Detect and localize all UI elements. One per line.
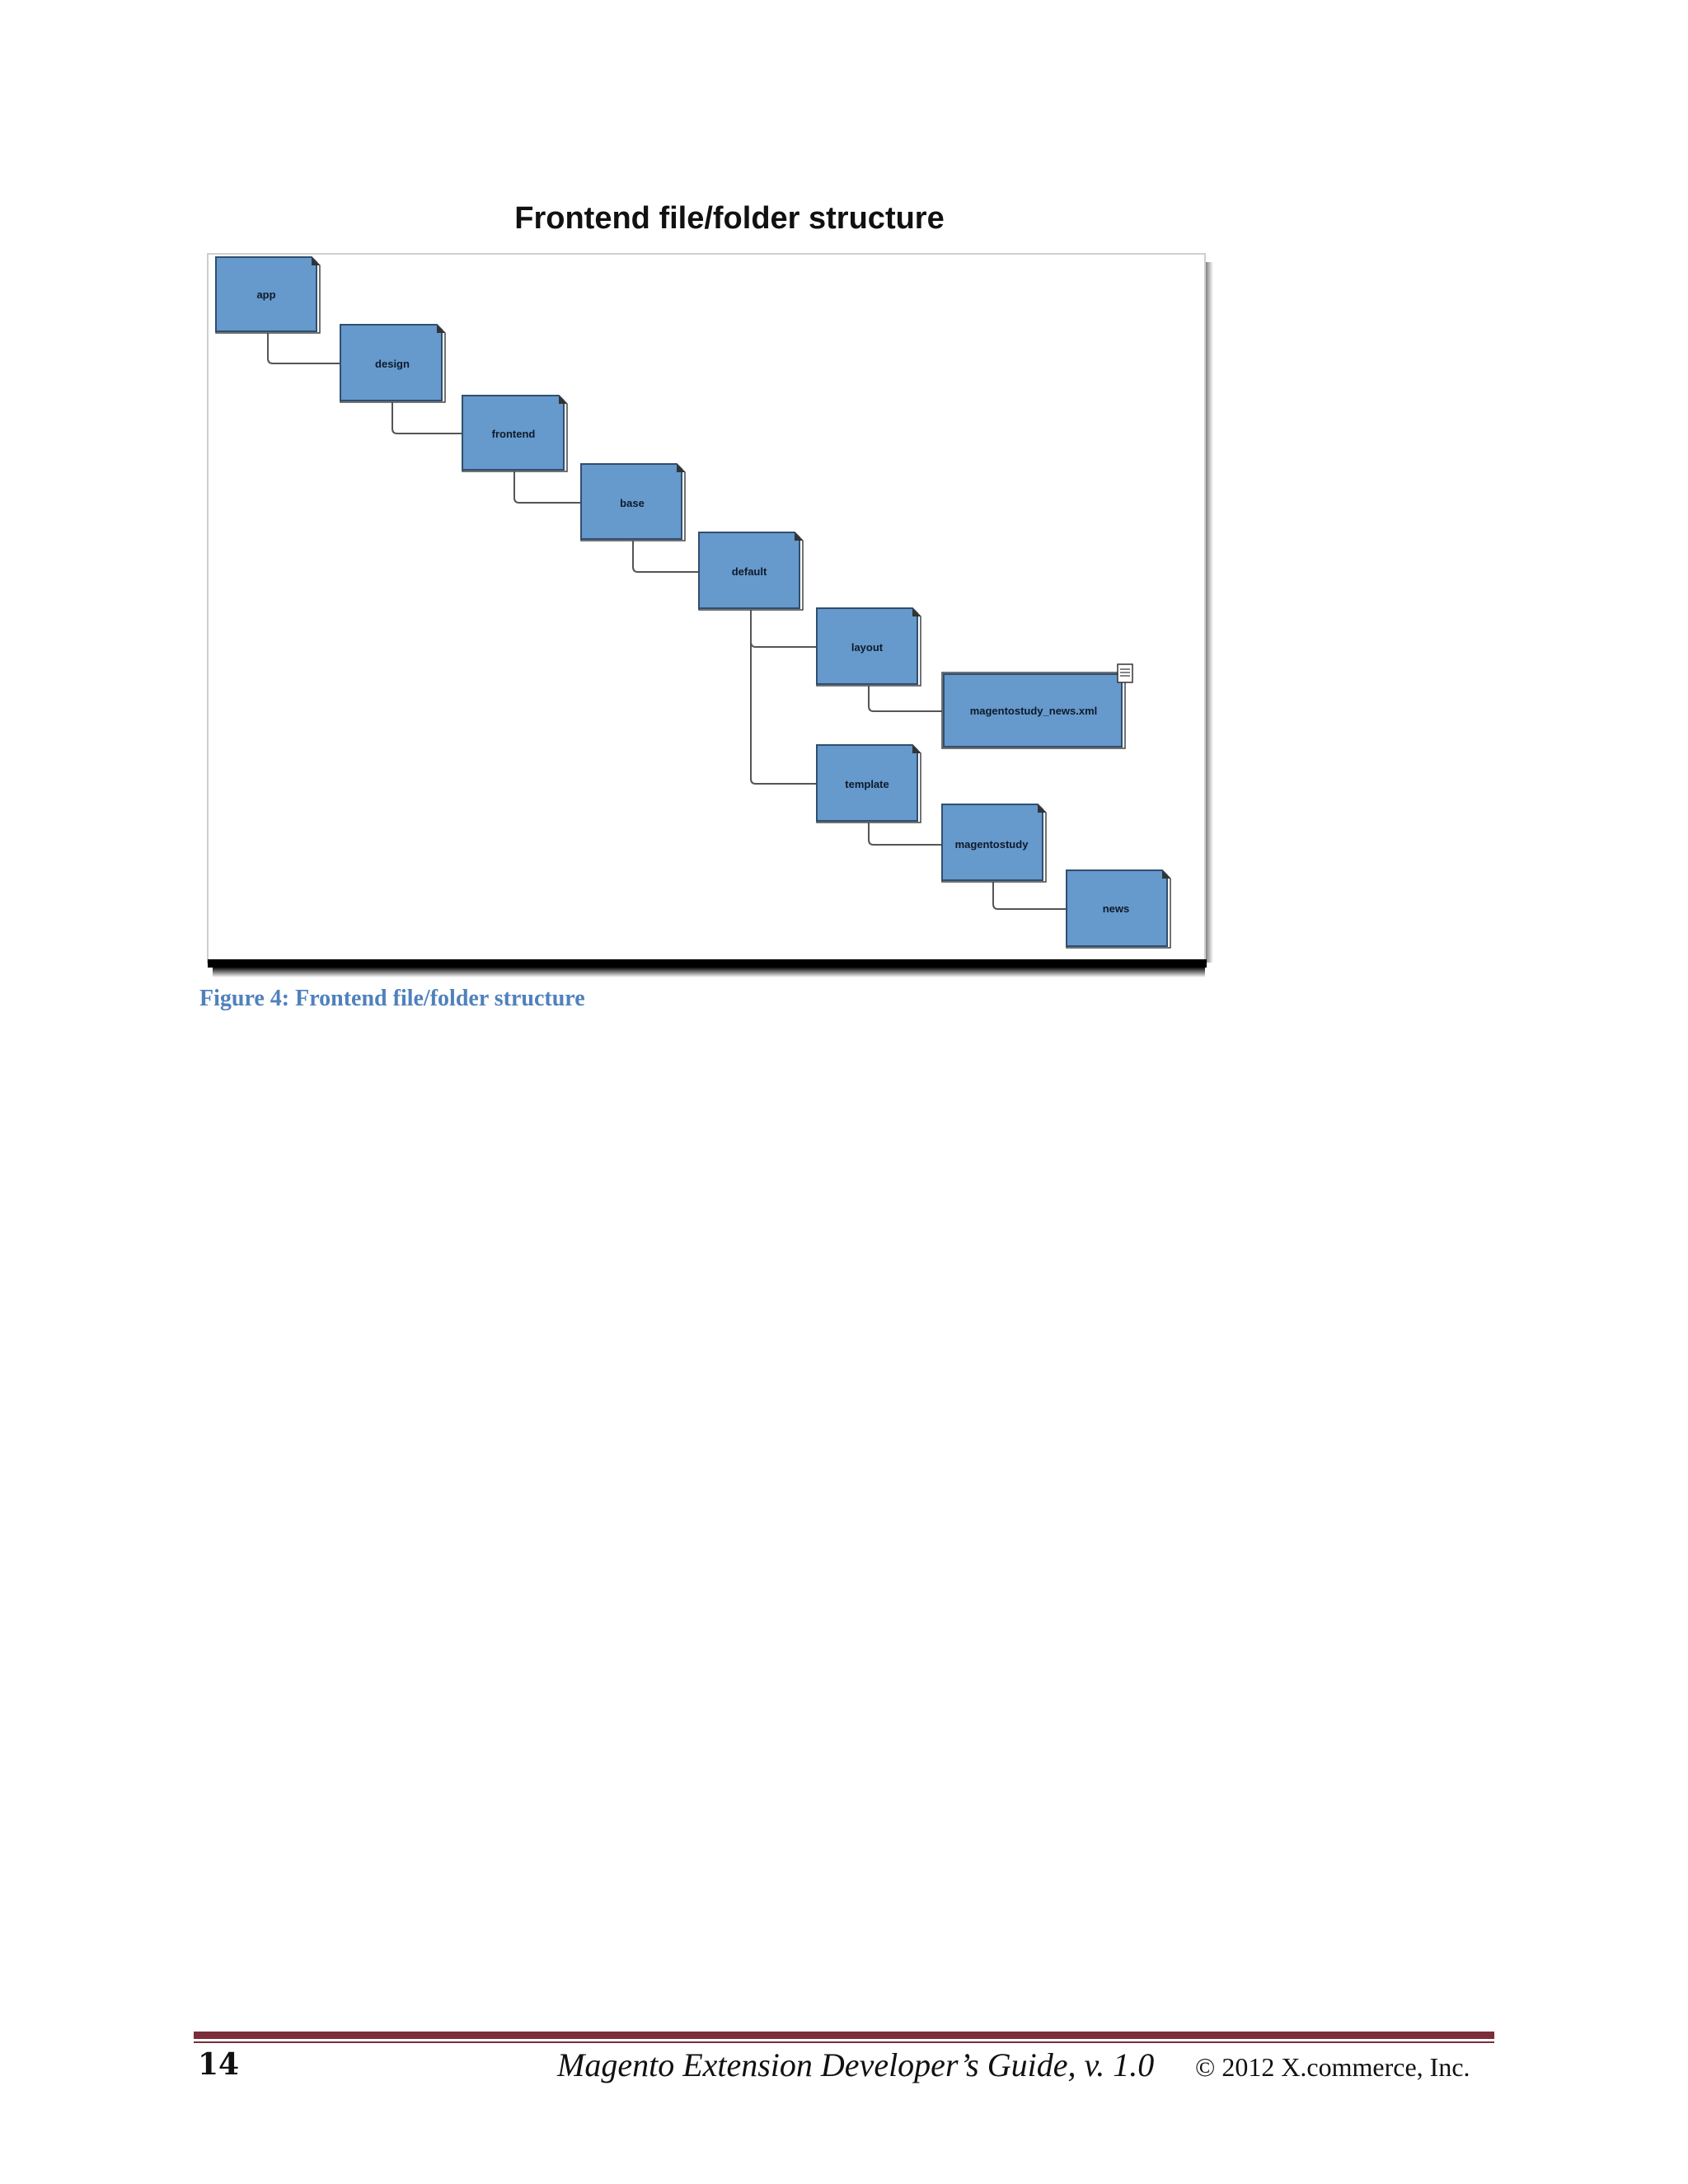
folder-label-layout: layout [851,641,884,654]
connector-base-default [632,541,699,573]
folder-template: template [816,744,921,823]
connector-default-template [750,610,817,785]
connector-template-magentostudy [868,823,942,846]
folder-label-magentostudy: magentostudy [955,838,1029,851]
folder-base: base [580,463,686,541]
figure-title: Frontend file/folder structure [514,201,945,236]
folder-magentostudy: magentostudy [941,804,1047,883]
file-magentostudy-news-xml: magentostudy_news.xml [941,663,1133,749]
connector-layout-xml [868,686,942,712]
folder-default: default [698,532,804,611]
page-number: 14 [198,2047,240,2082]
document-icon [1117,663,1133,683]
folder-frontend: frontend [462,395,568,472]
connector-magentostudy-news [992,882,1067,910]
footer-divider [194,2032,1494,2039]
folder-label-app: app [256,288,275,301]
footer-book-title: Magento Extension Developer’s Guide, v. … [557,2046,1155,2083]
connector-design-frontend [392,402,462,434]
folder-label-news: news [1103,902,1130,915]
folder-layout: layout [816,607,921,687]
file-label-xml: magentostudy_news.xml [970,705,1098,717]
folder-label-frontend: frontend [492,428,536,440]
folder-label-base: base [620,497,645,509]
connector-frontend-base [513,471,581,504]
connector-app-design [267,333,340,364]
folder-label-template: template [845,778,889,790]
folder-news: news [1066,869,1171,949]
folder-label-default: default [732,565,767,578]
footer-copyright: © 2012 X.commerce, Inc. [1195,2052,1470,2082]
footer-divider-thin [194,2041,1494,2043]
figure-caption: Figure 4: Frontend file/folder structure [199,986,585,1011]
folder-label-design: design [375,358,410,370]
folder-design: design [340,324,446,403]
connector-lines [267,333,1067,910]
folder-app: app [215,256,321,334]
